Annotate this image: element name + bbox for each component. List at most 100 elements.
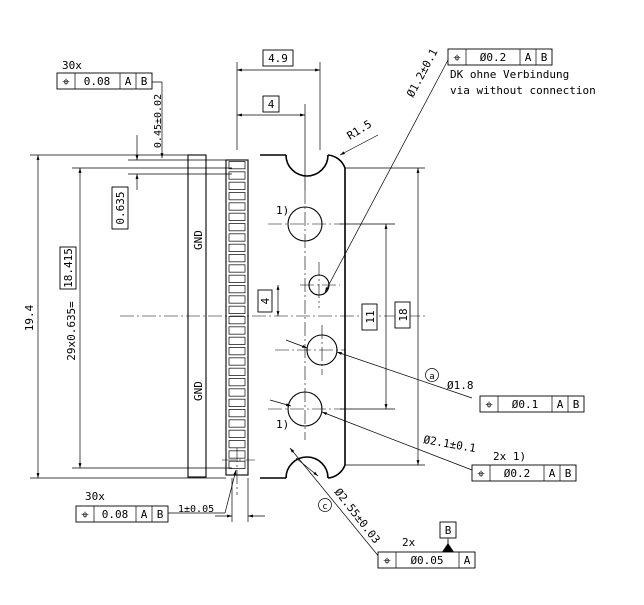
label-30x-bottom: 30x bbox=[85, 490, 105, 503]
contact-pin bbox=[228, 243, 246, 252]
contact-pin bbox=[228, 202, 246, 211]
labels: GND GND 1) 1) 30x 30x 2x 1) 2x a c DK oh… bbox=[62, 59, 596, 549]
note-dk-german: DK ohne Verbindung bbox=[450, 68, 569, 81]
bottom-half-hole bbox=[285, 456, 329, 479]
fcf-tolerance: Ø0.2 bbox=[480, 51, 507, 64]
datum-b-label: B bbox=[445, 524, 452, 537]
fcf-ref-a: A bbox=[525, 51, 532, 64]
boxed-dimensions: 4.9 4 4 11 18 0.635 18.415 bbox=[59, 49, 411, 331]
label-gnd-top: GND bbox=[192, 230, 205, 250]
centre-lines bbox=[120, 190, 425, 495]
holes bbox=[287, 206, 338, 427]
fcf-ref-b: B bbox=[541, 51, 548, 64]
extension-lines bbox=[30, 62, 425, 522]
position-icon: ⌖ bbox=[62, 75, 70, 90]
leader-lines bbox=[135, 59, 473, 559]
contact-pin bbox=[228, 398, 246, 407]
note-dk-english: via without connection bbox=[450, 84, 596, 97]
dim-4-9: 4.9 bbox=[268, 52, 288, 65]
top-half-hole bbox=[285, 154, 329, 177]
fcf-ref-a: A bbox=[549, 467, 556, 480]
contact-pin bbox=[228, 419, 246, 428]
dim-vertical-4: 4 bbox=[259, 297, 272, 304]
dim-19-4: 19.4 bbox=[23, 304, 36, 331]
dim-11: 11 bbox=[364, 310, 377, 323]
contact-pin bbox=[228, 357, 246, 366]
fcf-bottom-center: ⌖ Ø0.05 A bbox=[377, 551, 476, 569]
fcf-ref-a: A bbox=[125, 75, 132, 88]
contact-pin bbox=[228, 295, 246, 304]
contact-pin bbox=[228, 440, 246, 449]
fcf-bottom-left: ⌖ 0.08 A B bbox=[75, 505, 169, 523]
fcf-top-right: ⌖ Ø0.2 A B bbox=[447, 48, 553, 66]
contact-pin bbox=[228, 347, 246, 356]
dim-1-offset: 1±0.05 bbox=[178, 504, 214, 515]
dim-dk-hole: Ø1.2±0.1 bbox=[404, 47, 440, 100]
contact-pin bbox=[228, 336, 246, 345]
contact-pin bbox=[228, 429, 246, 438]
contact-pin bbox=[228, 305, 246, 314]
fcf-tolerance: Ø0.2 bbox=[504, 467, 531, 480]
datum-triangle bbox=[442, 543, 454, 552]
contact-pin bbox=[228, 367, 246, 376]
position-icon: ⌖ bbox=[453, 51, 461, 66]
label-30x-top: 30x bbox=[62, 59, 82, 72]
dim-1-8: Ø1.8 bbox=[447, 379, 474, 392]
fcf-ref-b: B bbox=[573, 398, 580, 411]
contact-pin bbox=[228, 181, 246, 190]
contact-pin bbox=[228, 161, 246, 170]
contact-pin bbox=[228, 316, 246, 325]
fcf-tolerance: Ø0.1 bbox=[512, 398, 539, 411]
label-2x: 2x bbox=[402, 536, 416, 549]
dimension-texts: 19.4 29x0.635= 0.45±0.02 Ø1.2±0.1 R1.5 Ø… bbox=[23, 47, 477, 547]
label-ref-1-top: 1) bbox=[276, 204, 289, 217]
position-icon: ⌖ bbox=[81, 508, 89, 523]
label-circle-c: c bbox=[322, 502, 327, 512]
position-icon: ⌖ bbox=[477, 467, 485, 482]
position-icon: ⌖ bbox=[383, 554, 391, 569]
dim-0-635: 0.635 bbox=[114, 191, 127, 224]
fcf-tolerance: Ø0.05 bbox=[410, 554, 443, 567]
dim-18-415: 18.415 bbox=[62, 248, 75, 288]
dim-4: 4 bbox=[268, 98, 275, 111]
dim-2-1: Ø2.1±0.1 bbox=[422, 433, 476, 455]
contact-pin bbox=[228, 223, 246, 232]
contact-pin bbox=[228, 388, 246, 397]
contact-pin bbox=[228, 212, 246, 221]
dim-chain-prefix: 29x0.635= bbox=[65, 301, 78, 361]
fcf-ref-b: B bbox=[157, 508, 164, 521]
contact-pin bbox=[228, 326, 246, 335]
board-outline bbox=[260, 154, 346, 479]
fcf-mid-right: ⌖ Ø0.1 A B bbox=[479, 395, 585, 413]
connector-body bbox=[187, 154, 249, 478]
fcf-tolerance: 0.08 bbox=[102, 508, 129, 521]
fcf-tolerance: 0.08 bbox=[84, 75, 111, 88]
label-circle-a: a bbox=[429, 372, 434, 382]
fcf-ref-a: A bbox=[141, 508, 148, 521]
fcf-ref-a: A bbox=[557, 398, 564, 411]
fcf-low-right: ⌖ Ø0.2 A B bbox=[471, 464, 577, 482]
contact-pin bbox=[228, 233, 246, 242]
contact-pin bbox=[228, 254, 246, 263]
label-ref-1-bottom: 1) bbox=[276, 418, 289, 431]
contact-pin bbox=[228, 192, 246, 201]
dim-0-45: 0.45±0.02 bbox=[153, 94, 164, 148]
fcf-ref-b: B bbox=[141, 75, 148, 88]
dim-18: 18 bbox=[397, 308, 410, 321]
label-gnd-bottom: GND bbox=[192, 381, 205, 401]
contact-pin bbox=[228, 285, 246, 294]
contact-pin bbox=[228, 460, 246, 469]
datum-b: B bbox=[439, 521, 457, 552]
fcf-ref-a: A bbox=[464, 554, 471, 567]
dim-2-55: Ø2.55±0.03 bbox=[332, 486, 383, 546]
position-icon: ⌖ bbox=[485, 398, 493, 413]
dimension-lines bbox=[36, 68, 420, 518]
contact-pins bbox=[228, 161, 246, 469]
fcf-ref-b: B bbox=[565, 467, 572, 480]
contact-pin bbox=[228, 409, 246, 418]
fcf-top-left: ⌖ 0.08 A B bbox=[56, 72, 153, 90]
contact-pin bbox=[228, 274, 246, 283]
label-2x-1: 2x 1) bbox=[493, 450, 526, 463]
dim-radius: R1.5 bbox=[345, 117, 374, 142]
